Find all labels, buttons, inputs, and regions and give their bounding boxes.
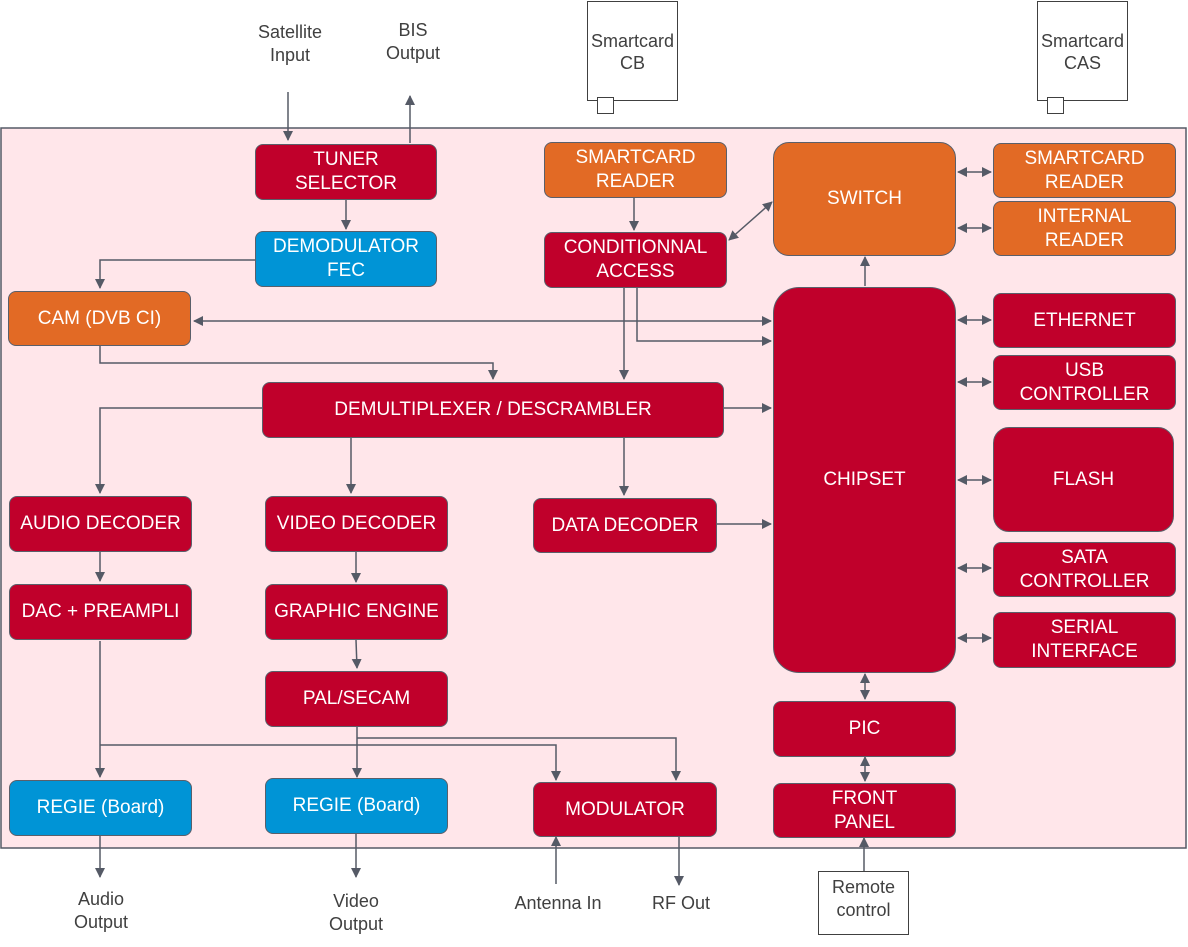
modulator-block: MODULATOR [533,782,717,837]
serial-interface-block: SERIAL INTERFACE [993,612,1176,668]
dac-preampli-block: DAC + PREAMPLI [9,584,192,640]
graphic-engine-block: GRAPHIC ENGINE [265,584,448,640]
regie-board-video-block: REGIE (Board) [265,778,448,834]
smartcard-cas-chip-icon [1047,97,1064,114]
connection-lines [95,92,992,887]
smartcard-reader-top-block: SMARTCARD READER [544,142,727,198]
video-decoder-block: VIDEO DECODER [265,496,448,552]
smartcard-cas: Smartcard CAS [1037,1,1128,101]
sata-controller-block: SATA CONTROLLER [993,542,1176,597]
smartcard-cb: Smartcard CB [587,1,678,101]
cam-dvb-ci-block: CAM (DVB CI) [8,291,191,346]
bis-output-label: BIS Output [385,20,441,63]
demodulator-fec-block: DEMODULATOR FEC [255,231,437,287]
flash-block: FLASH [993,427,1174,532]
rf-out-label: RF Out [651,893,710,913]
pal-secam-block: PAL/SECAM [265,671,448,727]
tuner-selector-block: TUNER SELECTOR [255,144,437,200]
conditional-access-block: CONDITIONNAL ACCESS [544,232,727,288]
audio-output-label: Audio Output [73,889,129,932]
audio-decoder-block: AUDIO DECODER [9,496,192,552]
satellite-input-label: Satellite Input [257,22,323,65]
switch-block: SWITCH [773,142,956,256]
antenna-in-label: Antenna In [514,893,602,913]
usb-controller-block: USB CONTROLLER [993,355,1176,410]
pic-block: PIC [773,701,956,757]
smartcard-reader-right-block: SMARTCARD READER [993,143,1176,198]
internal-reader-block: INTERNAL READER [993,201,1176,256]
demultiplexer-descrambler-block: DEMULTIPLEXER / DESCRAMBLER [262,382,724,438]
chipset-block: CHIPSET [773,287,956,673]
front-panel-block: FRONT PANEL [773,783,956,838]
video-output-label: Video Output [328,891,384,934]
remote-control: Remote control [818,871,909,935]
data-decoder-block: DATA DECODER [533,498,717,553]
regie-board-audio-block: REGIE (Board) [9,780,192,836]
smartcard-cb-chip-icon [597,97,614,114]
ethernet-block: ETHERNET [993,293,1176,348]
